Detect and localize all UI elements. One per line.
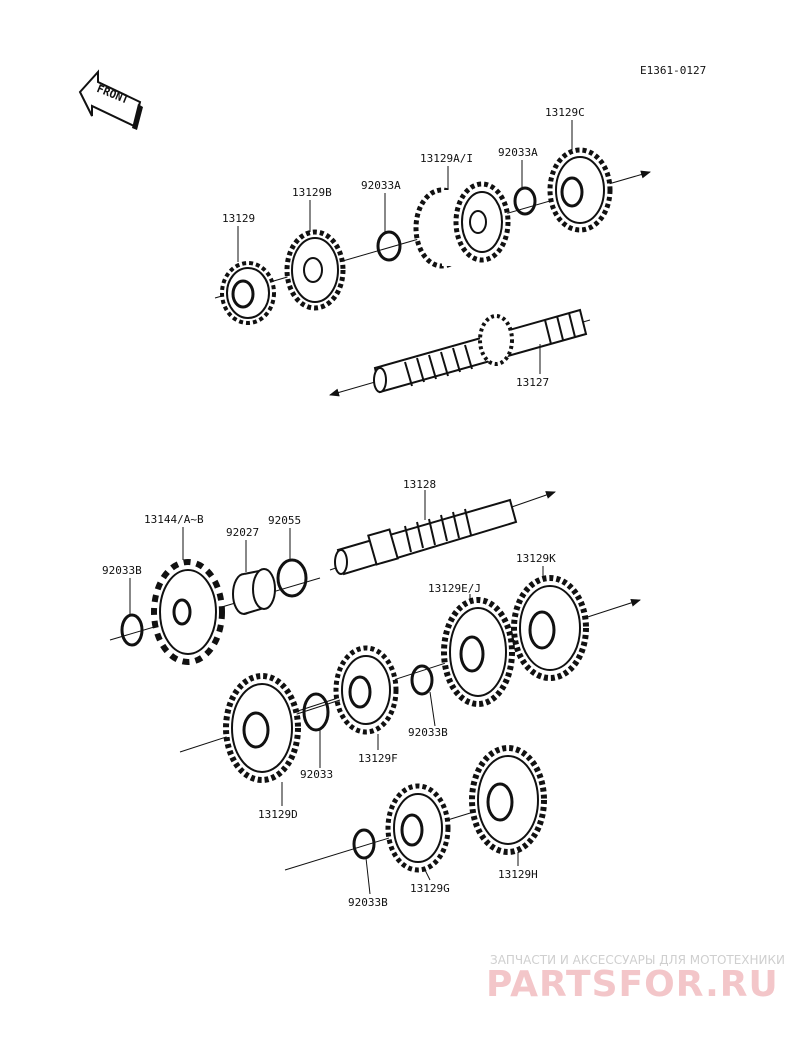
label-13129h: 13129H (498, 868, 538, 881)
watermark-brand: PARTSFOR.RU (486, 964, 779, 1005)
label-13144: 13144/A~B (144, 513, 204, 526)
front-arrow-icon: FRONT (78, 69, 143, 130)
gear-13129ai (413, 181, 511, 269)
watermark-tagline: ЗАПЧАСТИ И АКСЕССУАРЫ ДЛЯ МОТОТЕХНИКИ (490, 953, 785, 967)
label-92033a-1: 92033A (361, 179, 401, 192)
gear-13129 (220, 261, 276, 325)
gear-13129ej (441, 597, 515, 707)
gear-13129h (469, 745, 547, 855)
collar-92027 (232, 568, 276, 615)
gear-13129g (385, 783, 451, 873)
label-92033: 92033 (300, 768, 333, 781)
gear-13129b (284, 229, 346, 311)
label-13129g: 13129G (410, 882, 450, 895)
label-92033b-2: 92033B (408, 726, 448, 739)
circlip-92033a-2 (513, 186, 537, 216)
diagram-code: E1361-0127 (640, 64, 706, 77)
label-92033a-2: 92033A (498, 146, 538, 159)
oil-seal-92055 (276, 558, 308, 598)
label-92027: 92027 (226, 526, 259, 539)
circlip-92033 (302, 692, 330, 732)
label-13129: 13129 (222, 212, 255, 225)
leader-lines (129, 120, 573, 895)
gear-13129d (223, 673, 301, 783)
sprocket-13144 (151, 559, 225, 665)
label-13129f: 13129F (358, 752, 398, 765)
gear-13129f (333, 645, 399, 735)
label-13128: 13128 (403, 478, 436, 491)
gear-13129c (547, 147, 613, 233)
label-92033b-3: 92033B (348, 896, 388, 909)
label-13129b: 13129B (292, 186, 332, 199)
circlip-92033b-1 (120, 613, 144, 647)
gear-13129k (511, 575, 589, 681)
label-13129k: 13129K (516, 552, 556, 565)
shaft-13128 (334, 498, 518, 576)
label-13129ej: 13129E/J (428, 582, 481, 595)
label-13129d: 13129D (258, 808, 298, 821)
label-13129ai: 13129A/I (420, 152, 473, 165)
circlip-92033b-3 (352, 828, 376, 860)
label-92033b-1: 92033B (102, 564, 142, 577)
shaft-13127 (373, 308, 588, 394)
label-13129c: 13129C (545, 106, 585, 119)
label-13127: 13127 (516, 376, 549, 389)
circlip-92033b-2 (410, 664, 434, 696)
label-92055: 92055 (268, 514, 301, 527)
circlip-92033a-1 (376, 230, 402, 262)
